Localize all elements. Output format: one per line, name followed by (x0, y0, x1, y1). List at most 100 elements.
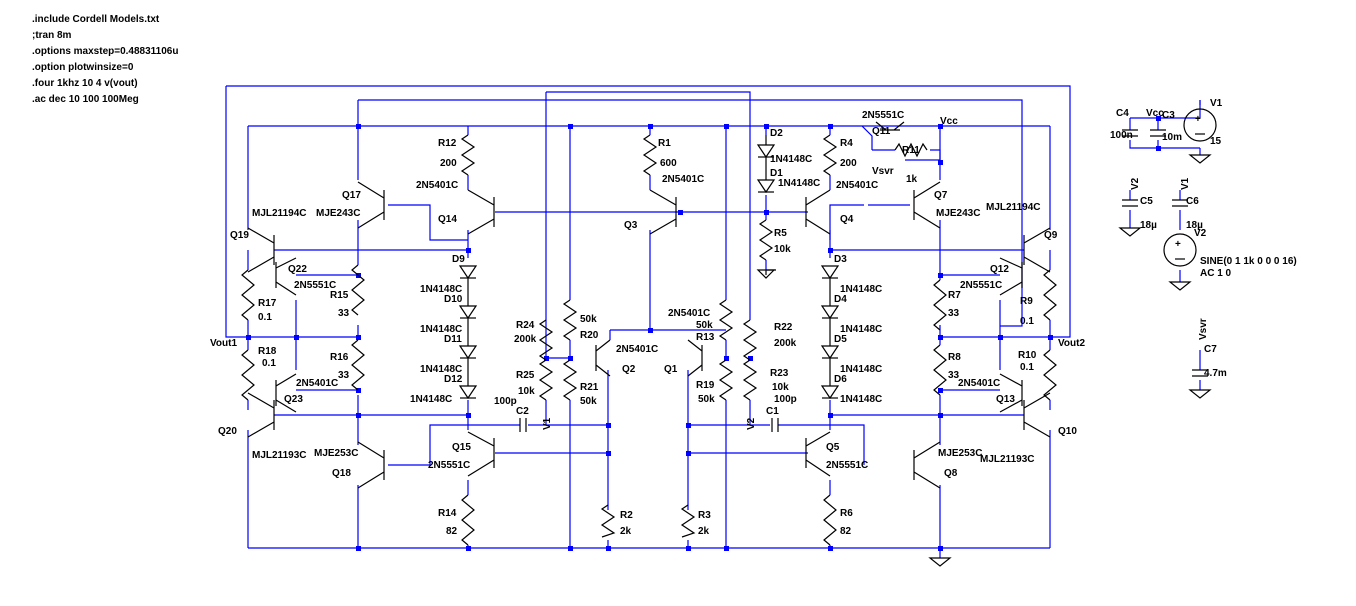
model-q22: 2N5551C (294, 280, 336, 291)
label-r13: R13 (696, 332, 715, 343)
label-q8: Q8 (944, 468, 958, 479)
model-q3: 2N5401C (662, 174, 704, 185)
label-q12: Q12 (990, 264, 1009, 275)
ac-v2-source: AC 1 0 (1200, 268, 1232, 279)
model-d4: 1N4148C (840, 324, 882, 335)
value-r20: 50k (580, 314, 597, 325)
model-q1: 2N5401C (668, 308, 710, 319)
value-r19: 50k (698, 394, 715, 405)
label-q19: Q19 (230, 230, 249, 241)
model-q10: MJL21193C (980, 454, 1034, 465)
sources: + + (1163, 108, 1217, 267)
label-c1: C1 (766, 406, 779, 417)
model-q5: 2N5551C (826, 460, 868, 471)
net-vsvr-c7: Vsvr (1198, 318, 1209, 340)
label-d9: D9 (452, 254, 465, 265)
label-r25: R25 (516, 370, 535, 381)
label-r3: R3 (698, 510, 711, 521)
label-q4: Q4 (840, 214, 854, 225)
svg-text:+: + (1195, 114, 1201, 125)
model-d3: 1N4148C (840, 284, 882, 295)
label-c5: C5 (1140, 196, 1153, 207)
model-d12: 1N4148C (410, 394, 452, 405)
net-v1-supply: V1 (1180, 177, 1191, 190)
value-v2-source: SINE(0 1 1k 0 0 0 16) (1200, 256, 1297, 267)
svg-text:+: + (1175, 239, 1181, 250)
label-r23: R23 (770, 368, 789, 379)
model-q15: 2N5551C (428, 460, 470, 471)
label-d11: D11 (444, 334, 462, 345)
value-r17: 0.1 (258, 312, 272, 323)
value-c5: 18µ (1140, 220, 1157, 231)
label-q17: Q17 (342, 190, 361, 201)
value-r14: 82 (446, 526, 458, 537)
label-q5: Q5 (826, 442, 840, 453)
label-d3: D3 (834, 254, 847, 265)
label-r22: R22 (774, 322, 793, 333)
value-r21: 50k (580, 396, 597, 407)
model-q13: 2N5401C (958, 378, 1000, 389)
label-d2: D2 (770, 128, 783, 139)
label-q3: Q3 (624, 220, 638, 231)
label-r14: R14 (438, 508, 457, 519)
label-r16: R16 (330, 352, 349, 363)
value-r1: 600 (660, 158, 677, 169)
value-c4: 100n (1110, 130, 1133, 141)
model-q23: 2N5401C (296, 378, 338, 389)
directive-four: .four 1khz 10 4 v(vout) (32, 78, 138, 89)
label-r10: R10 (1018, 350, 1037, 361)
label-q2: Q2 (622, 364, 636, 375)
value-r5: 10k (774, 244, 791, 255)
value-c1: 100p (774, 394, 797, 405)
value-r13: 50k (696, 320, 713, 331)
capacitors (519, 129, 1208, 432)
value-r22: 200k (774, 338, 797, 349)
spice-directives: .include Cordell Models.txt ;tran 8m .op… (32, 14, 178, 105)
value-c6: 18µ (1186, 220, 1203, 231)
transistors (247, 121, 1051, 489)
value-r8: 33 (948, 370, 960, 381)
value-r18: 0.1 (262, 358, 276, 369)
label-r9: R9 (1020, 296, 1033, 307)
label-c6: C6 (1186, 196, 1199, 207)
label-q10: Q10 (1058, 426, 1077, 437)
label-d12: D12 (444, 374, 463, 385)
net-vcc-supply: Vcc (1146, 108, 1164, 119)
part-labels: R12 200 R1 600 R4 200 R11 1k R5 10k R15 … (210, 98, 1297, 537)
label-r1: R1 (658, 138, 671, 149)
model-q7: MJE243C (936, 208, 980, 219)
model-d2: 1N4148C (770, 154, 812, 165)
label-q13: Q13 (996, 394, 1015, 405)
label-r19: R19 (696, 380, 715, 391)
net-vout2: Vout2 (1058, 338, 1085, 349)
label-r5: R5 (774, 228, 787, 239)
model-d11: 1N4148C (420, 364, 462, 375)
label-c4: C4 (1116, 108, 1129, 119)
model-q14: 2N5401C (416, 180, 458, 191)
label-r21: R21 (580, 382, 599, 393)
label-r2: R2 (620, 510, 633, 521)
model-d1: 1N4148C (778, 178, 820, 189)
value-r4: 200 (840, 158, 857, 169)
model-d10: 1N4148C (420, 324, 462, 335)
ground-symbols (756, 154, 1212, 567)
directive-include: .include Cordell Models.txt (32, 14, 160, 25)
label-c2: C2 (516, 406, 529, 417)
value-r7: 33 (948, 308, 960, 319)
label-r24: R24 (516, 320, 535, 331)
label-q22: Q22 (288, 264, 307, 275)
label-r4: R4 (840, 138, 853, 149)
label-q20: Q20 (218, 426, 237, 437)
model-q9: MJL21194C (986, 202, 1040, 213)
label-r12: R12 (438, 138, 457, 149)
model-q2: 2N5401C (616, 344, 658, 355)
label-r18: R18 (258, 346, 277, 357)
value-c3: 10m (1162, 132, 1182, 143)
label-d6: D6 (834, 374, 847, 385)
value-c2: 100p (494, 396, 517, 407)
value-r25: 10k (518, 386, 535, 397)
diodes (458, 135, 840, 400)
label-r15: R15 (330, 290, 349, 301)
value-r2: 2k (620, 526, 632, 537)
